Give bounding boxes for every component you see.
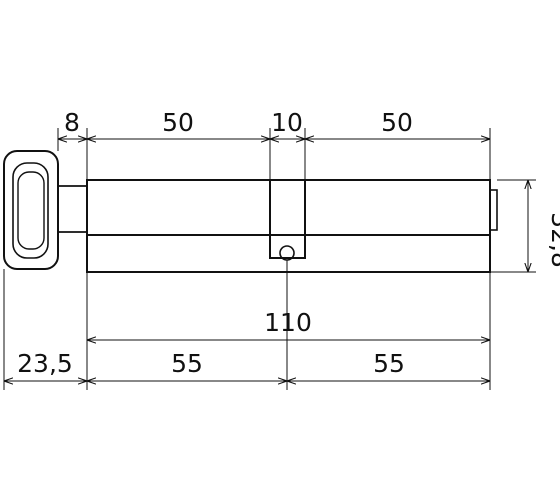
dimension-labels: 8 50 10 50 110 23,5 55 55 32,8 [17,108,560,378]
dim-label-23-5: 23,5 [17,349,73,378]
dim-label-10: 10 [271,108,303,137]
thumb-turn-slot [17,171,45,250]
end-detail [489,189,498,231]
dimension-lines [4,139,528,381]
dim-label-55-right: 55 [373,349,405,378]
dim-label-32-8: 32,8 [546,212,560,268]
dim-label-55-left: 55 [171,349,203,378]
dim-label-50-right: 50 [381,108,413,137]
cam [269,180,306,259]
dim-label-50-left: 50 [162,108,194,137]
thumb-turn-inner [12,162,49,259]
cylinder-body [86,179,498,273]
spindle [58,185,87,233]
dim-label-8: 8 [64,108,80,137]
dim-label-110: 110 [264,308,312,337]
thumb-turn-outer [3,150,59,270]
thumb-turn [3,150,59,270]
